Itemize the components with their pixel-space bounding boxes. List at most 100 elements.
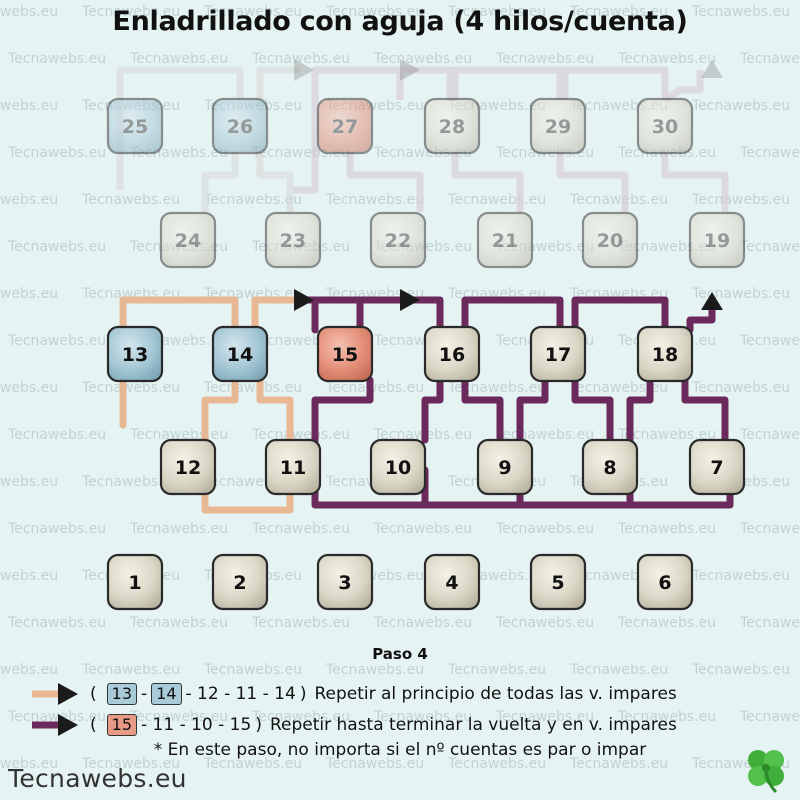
- bead-body: [581, 438, 639, 496]
- faded-threads: [116, 66, 729, 212]
- legend-sequence: - 11 - 10 - 15: [141, 715, 252, 735]
- legend-chip-separator: -: [141, 684, 148, 704]
- bead-label: 6: [658, 572, 671, 594]
- bead-label: 29: [545, 116, 571, 138]
- bead-body: [106, 325, 164, 383]
- bead-body: [688, 211, 746, 269]
- arrowhead-icon: [701, 60, 723, 78]
- bead-20: 20: [581, 211, 639, 269]
- bead-label: 5: [551, 572, 564, 594]
- bead-label: 21: [492, 230, 518, 252]
- bead-21: 21: [476, 211, 534, 269]
- bead-22: 22: [369, 211, 427, 269]
- bead-label: 19: [704, 230, 730, 252]
- note-text: * En este paso, no importa si el nº cuen…: [153, 740, 647, 760]
- bead-label: 26: [227, 116, 253, 138]
- bead-body: [106, 553, 164, 611]
- bead-label: 30: [652, 116, 678, 138]
- bead-3: 3: [316, 553, 374, 611]
- bead-label: 14: [227, 344, 253, 366]
- bead-body: [529, 97, 587, 155]
- bead-body: [581, 211, 639, 269]
- four-leaf-clover-icon: [748, 750, 784, 794]
- right-arrow-icon: [32, 714, 78, 736]
- bead-28: 28: [423, 97, 481, 155]
- bead-9: 9: [476, 438, 534, 496]
- bead-25: 25: [106, 97, 164, 155]
- bead-10: 10: [369, 438, 427, 496]
- bead-1: 1: [106, 553, 164, 611]
- bead-body: [476, 211, 534, 269]
- bead-label: 2: [233, 572, 246, 594]
- bead-body: [636, 325, 694, 383]
- bead-8: 8: [581, 438, 639, 496]
- legend-row-orange: ( 13 - 14 - 12 - 11 - 14 ) Repetir al pr…: [30, 680, 677, 708]
- bead-11: 11: [264, 438, 322, 496]
- bead-body: [211, 97, 269, 155]
- legend-close-paren: ): [299, 684, 307, 704]
- bead-body: [423, 325, 481, 383]
- bead-body: [529, 553, 587, 611]
- bead-label: 20: [597, 230, 623, 252]
- legend-close-paren: ): [255, 715, 262, 735]
- bead-label: 9: [498, 457, 511, 479]
- step-label: Paso 4: [372, 645, 428, 663]
- bead-7: 7: [688, 438, 746, 496]
- bead-label: 17: [545, 344, 571, 366]
- bead-body: [211, 325, 269, 383]
- bead-body: [529, 325, 587, 383]
- bead-body: [316, 325, 374, 383]
- bead-label: 24: [175, 230, 201, 252]
- bead-27: 27: [316, 97, 374, 155]
- bead-body: [316, 97, 374, 155]
- thread-faded-orange: [116, 66, 300, 212]
- arrowhead-icon: [400, 289, 420, 311]
- bead-2: 2: [211, 553, 269, 611]
- arrowhead-icon: [294, 289, 314, 311]
- bead-label: 18: [652, 344, 678, 366]
- bead-body: [423, 553, 481, 611]
- bead-label: 22: [385, 230, 411, 252]
- bead-body: [264, 211, 322, 269]
- bead-17: 17: [529, 325, 587, 383]
- legend-chip: 13: [106, 683, 137, 705]
- bead-body: [211, 553, 269, 611]
- bead-body: [159, 211, 217, 269]
- bead-6: 6: [636, 553, 694, 611]
- page-title: Enladrillado con aguja (4 hilos/cuenta): [112, 6, 688, 37]
- legend-open-paren: (: [90, 684, 97, 704]
- legend-chip: 14: [151, 683, 182, 705]
- legend-description: Repetir al principio de todas las v. imp…: [314, 684, 677, 704]
- bead-19: 19: [688, 211, 746, 269]
- bead-16: 16: [423, 325, 481, 383]
- legend-sequence: - 12 - 11 - 14: [185, 684, 296, 704]
- bead-label: 15: [332, 344, 358, 366]
- bead-label: 27: [332, 116, 358, 138]
- arrowhead-icon: [701, 292, 723, 310]
- arrowhead-icon: [294, 59, 314, 81]
- legend-row-purple: ( 15 - 11 - 10 - 15 ) Repetir hasta term…: [30, 711, 677, 739]
- brand-logo-text[interactable]: Tecnawebs.eu: [8, 764, 187, 793]
- right-arrow-icon: [32, 683, 78, 705]
- bead-label: 25: [122, 116, 148, 138]
- bead-body: [476, 438, 534, 496]
- bead-label: 3: [338, 572, 351, 594]
- bead-body: [636, 97, 694, 155]
- legend-chip: 15: [106, 714, 137, 736]
- legend-description: Repetir hasta terminar la vuelta y en v.…: [269, 715, 677, 735]
- bead-label: 23: [280, 230, 306, 252]
- bead-label: 11: [280, 457, 306, 479]
- bead-5: 5: [529, 553, 587, 611]
- arrowhead-icon: [400, 59, 420, 81]
- bead-24: 24: [159, 211, 217, 269]
- thread-faded-purple: [286, 66, 729, 212]
- bead-body: [423, 97, 481, 155]
- bead-23: 23: [264, 211, 322, 269]
- bead-4: 4: [423, 553, 481, 611]
- bead-30: 30: [636, 97, 694, 155]
- bead-body: [369, 438, 427, 496]
- bead-body: [688, 438, 746, 496]
- bead-body: [636, 553, 694, 611]
